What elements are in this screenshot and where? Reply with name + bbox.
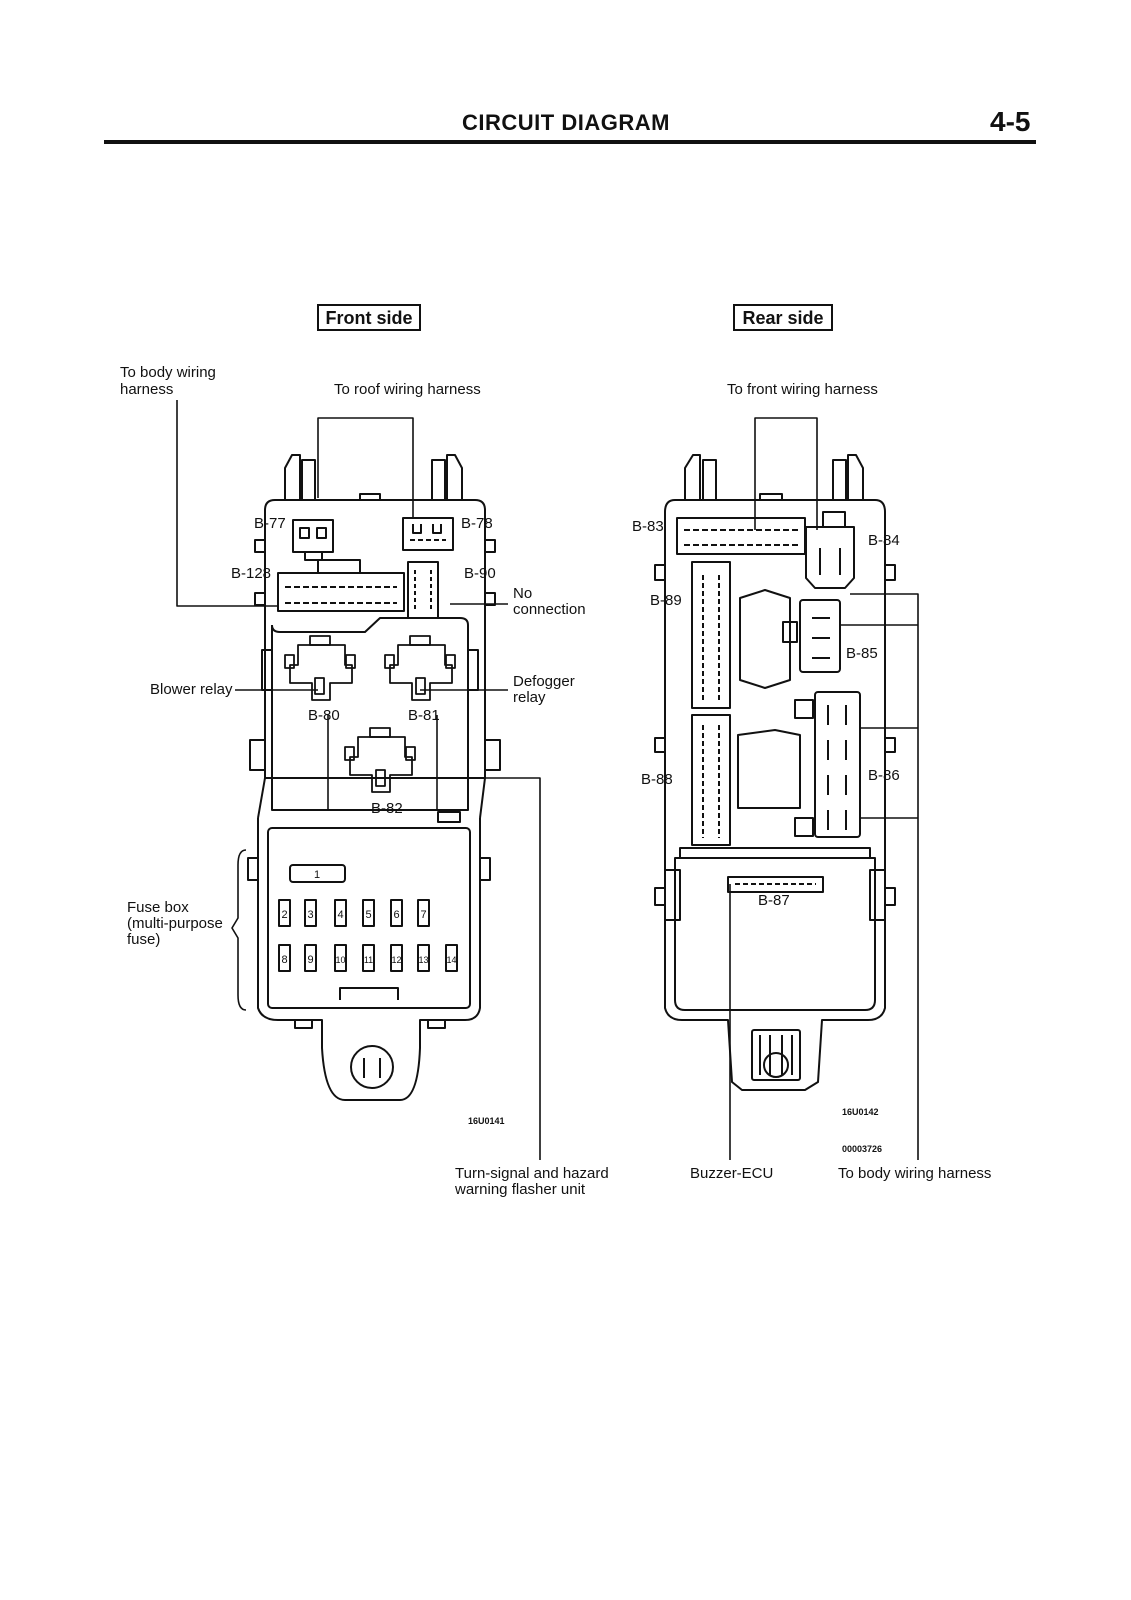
label-b80: B-80 <box>308 707 340 724</box>
label-no-connection-line1: No <box>513 585 532 602</box>
label-b85: B-85 <box>846 645 878 662</box>
fuse-number: 11 <box>364 955 373 965</box>
label-b86: B-86 <box>868 767 900 784</box>
label-b87: B-87 <box>758 892 790 909</box>
rear-figure-code: 16U0142 <box>842 1107 879 1117</box>
fuse-number: 1 <box>314 869 320 881</box>
label-b81: B-81 <box>408 707 440 724</box>
page-title: CIRCUIT DIAGRAM <box>462 110 670 135</box>
label-blower-relay: Blower relay <box>150 681 233 698</box>
fuse-number: 14 <box>446 955 456 965</box>
fuse-number: 8 <box>281 954 287 966</box>
label-turn-signal-line1: Turn-signal and hazard <box>455 1165 609 1182</box>
label-fuse-box-line3: fuse) <box>127 931 160 948</box>
fuse-number: 7 <box>420 909 426 921</box>
label-to-roof-wiring: To roof wiring harness <box>334 381 481 398</box>
page-number: 4-5 <box>990 106 1031 137</box>
fuse-number: 5 <box>365 909 371 921</box>
label-b82: B-82 <box>371 800 403 817</box>
rear-leader-lines <box>729 417 919 1160</box>
label-no-connection-line2: connection <box>513 601 586 618</box>
label-defogger-relay-line1: Defogger <box>513 673 575 690</box>
fuse-number: 4 <box>337 909 343 921</box>
label-buzzer-ecu: Buzzer-ECU <box>690 1165 773 1182</box>
fuse-number: 6 <box>393 909 399 921</box>
front-leader-lines <box>176 400 541 1160</box>
label-b88: B-88 <box>641 771 673 788</box>
header-rule <box>104 140 1036 144</box>
label-b89: B-89 <box>650 592 682 609</box>
rear-fuse-block-drawing <box>654 454 896 1091</box>
fuse-number: 13 <box>418 955 428 965</box>
label-to-front-wiring: To front wiring harness <box>727 381 878 398</box>
front-side-title: Front side <box>325 308 412 328</box>
label-b83: B-83 <box>632 518 664 535</box>
label-fuse-box-line1: Fuse box <box>127 899 189 916</box>
label-fuse-box-line2: (multi-purpose <box>127 915 223 932</box>
fuse-number: 9 <box>307 954 313 966</box>
label-b128: B-128 <box>231 565 271 582</box>
rear-figure-code-2: 00003726 <box>842 1144 882 1154</box>
label-to-body-wiring-line2: harness <box>120 381 173 398</box>
label-b90: B-90 <box>464 565 496 582</box>
front-figure-code: 16U0141 <box>468 1116 505 1126</box>
label-b84: B-84 <box>868 532 900 549</box>
front-fuse-block-drawing <box>247 454 501 1101</box>
label-b77: B-77 <box>254 515 286 532</box>
fuse-number: 10 <box>335 955 345 965</box>
label-to-body-wiring-rear: To body wiring harness <box>838 1165 991 1182</box>
fuse-number: 12 <box>391 955 401 965</box>
label-turn-signal-line2: warning flasher unit <box>454 1181 586 1198</box>
fuse-number: 2 <box>281 909 287 921</box>
fuse-number: 3 <box>307 909 313 921</box>
rear-side-title: Rear side <box>742 308 823 328</box>
label-to-body-wiring-line1: To body wiring <box>120 364 216 381</box>
label-defogger-relay-line2: relay <box>513 689 546 706</box>
label-b78: B-78 <box>461 515 493 532</box>
